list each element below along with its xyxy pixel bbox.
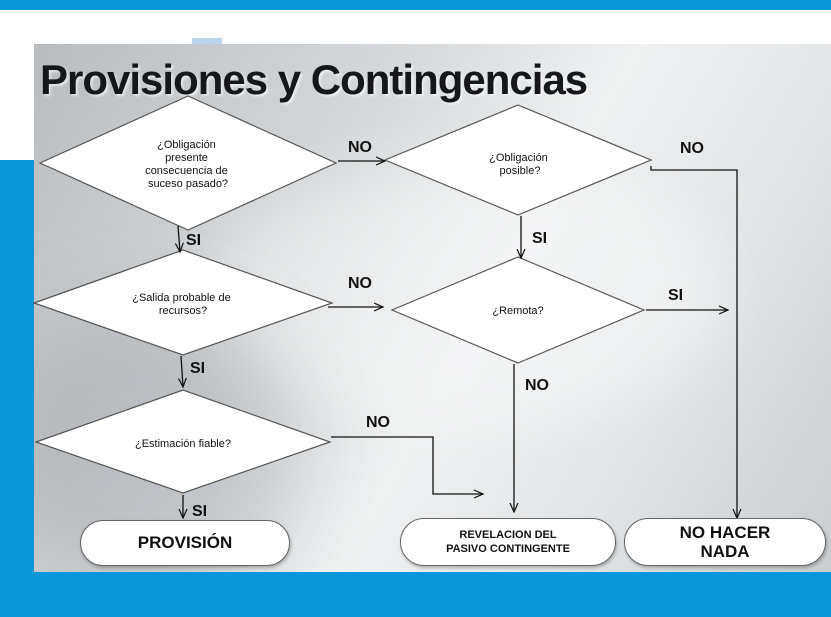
decision-diamond-remota <box>390 256 646 364</box>
terminal-revelacion-text: REVELACION DEL PASIVO CONTINGENTE <box>446 529 570 555</box>
terminal-no-hacer-nada-text: NO HACER NADA <box>679 523 771 561</box>
arrow-d5-no-to-revelacion <box>331 436 483 494</box>
bottom-accent-band <box>0 572 831 617</box>
terminal-no-hacer-nada: NO HACER NADA <box>624 518 826 566</box>
arrow-d3-si-to-d5 <box>181 355 183 387</box>
terminal-provision-text: PROVISIÓN <box>137 533 233 552</box>
slide-title: Provisiones y Contingencias <box>40 56 588 103</box>
label-si-2: SI <box>532 230 547 247</box>
label-no-4: NO <box>525 377 549 394</box>
decision-diamond-obligacion-presente <box>38 95 338 231</box>
label-si-1: SI <box>186 232 201 249</box>
diamond-text-obligacion-presente: ¿Obligación presente consecuencia de suc… <box>145 139 231 190</box>
left-accent-band <box>0 160 34 575</box>
label-no-5: NO <box>366 414 390 431</box>
decision-diamond-salida-probable <box>32 249 334 356</box>
diamond-text-obligacion-posible: ¿Obligación posible? <box>489 152 551 177</box>
diamond-text-remota: ¿Remota? <box>492 305 543 317</box>
label-si-4: SI <box>190 360 205 377</box>
diamond-text-salida-probable: ¿Salida probable de recursos? <box>132 292 234 317</box>
top-accent-band <box>0 0 831 10</box>
terminal-revelacion: REVELACION DEL PASIVO CONTINGENTE <box>400 518 616 566</box>
label-no-3: NO <box>348 275 372 292</box>
arrow-d2-no-to-no-hacer <box>650 166 737 518</box>
diamond-text-estimacion-fiable: ¿Estimación fiable? <box>135 438 231 450</box>
label-no-2: NO <box>680 140 704 157</box>
top-tab-marker <box>192 38 222 44</box>
label-no-1: NO <box>348 139 372 156</box>
terminal-provision: PROVISIÓN <box>80 520 290 566</box>
decision-diamond-obligacion-posible <box>383 104 653 216</box>
label-si-5: SI <box>192 503 207 520</box>
arrow-d1-si-to-d3 <box>178 225 180 252</box>
label-si-3: SI <box>668 287 683 304</box>
decision-diamond-estimacion-fiable <box>34 389 332 494</box>
